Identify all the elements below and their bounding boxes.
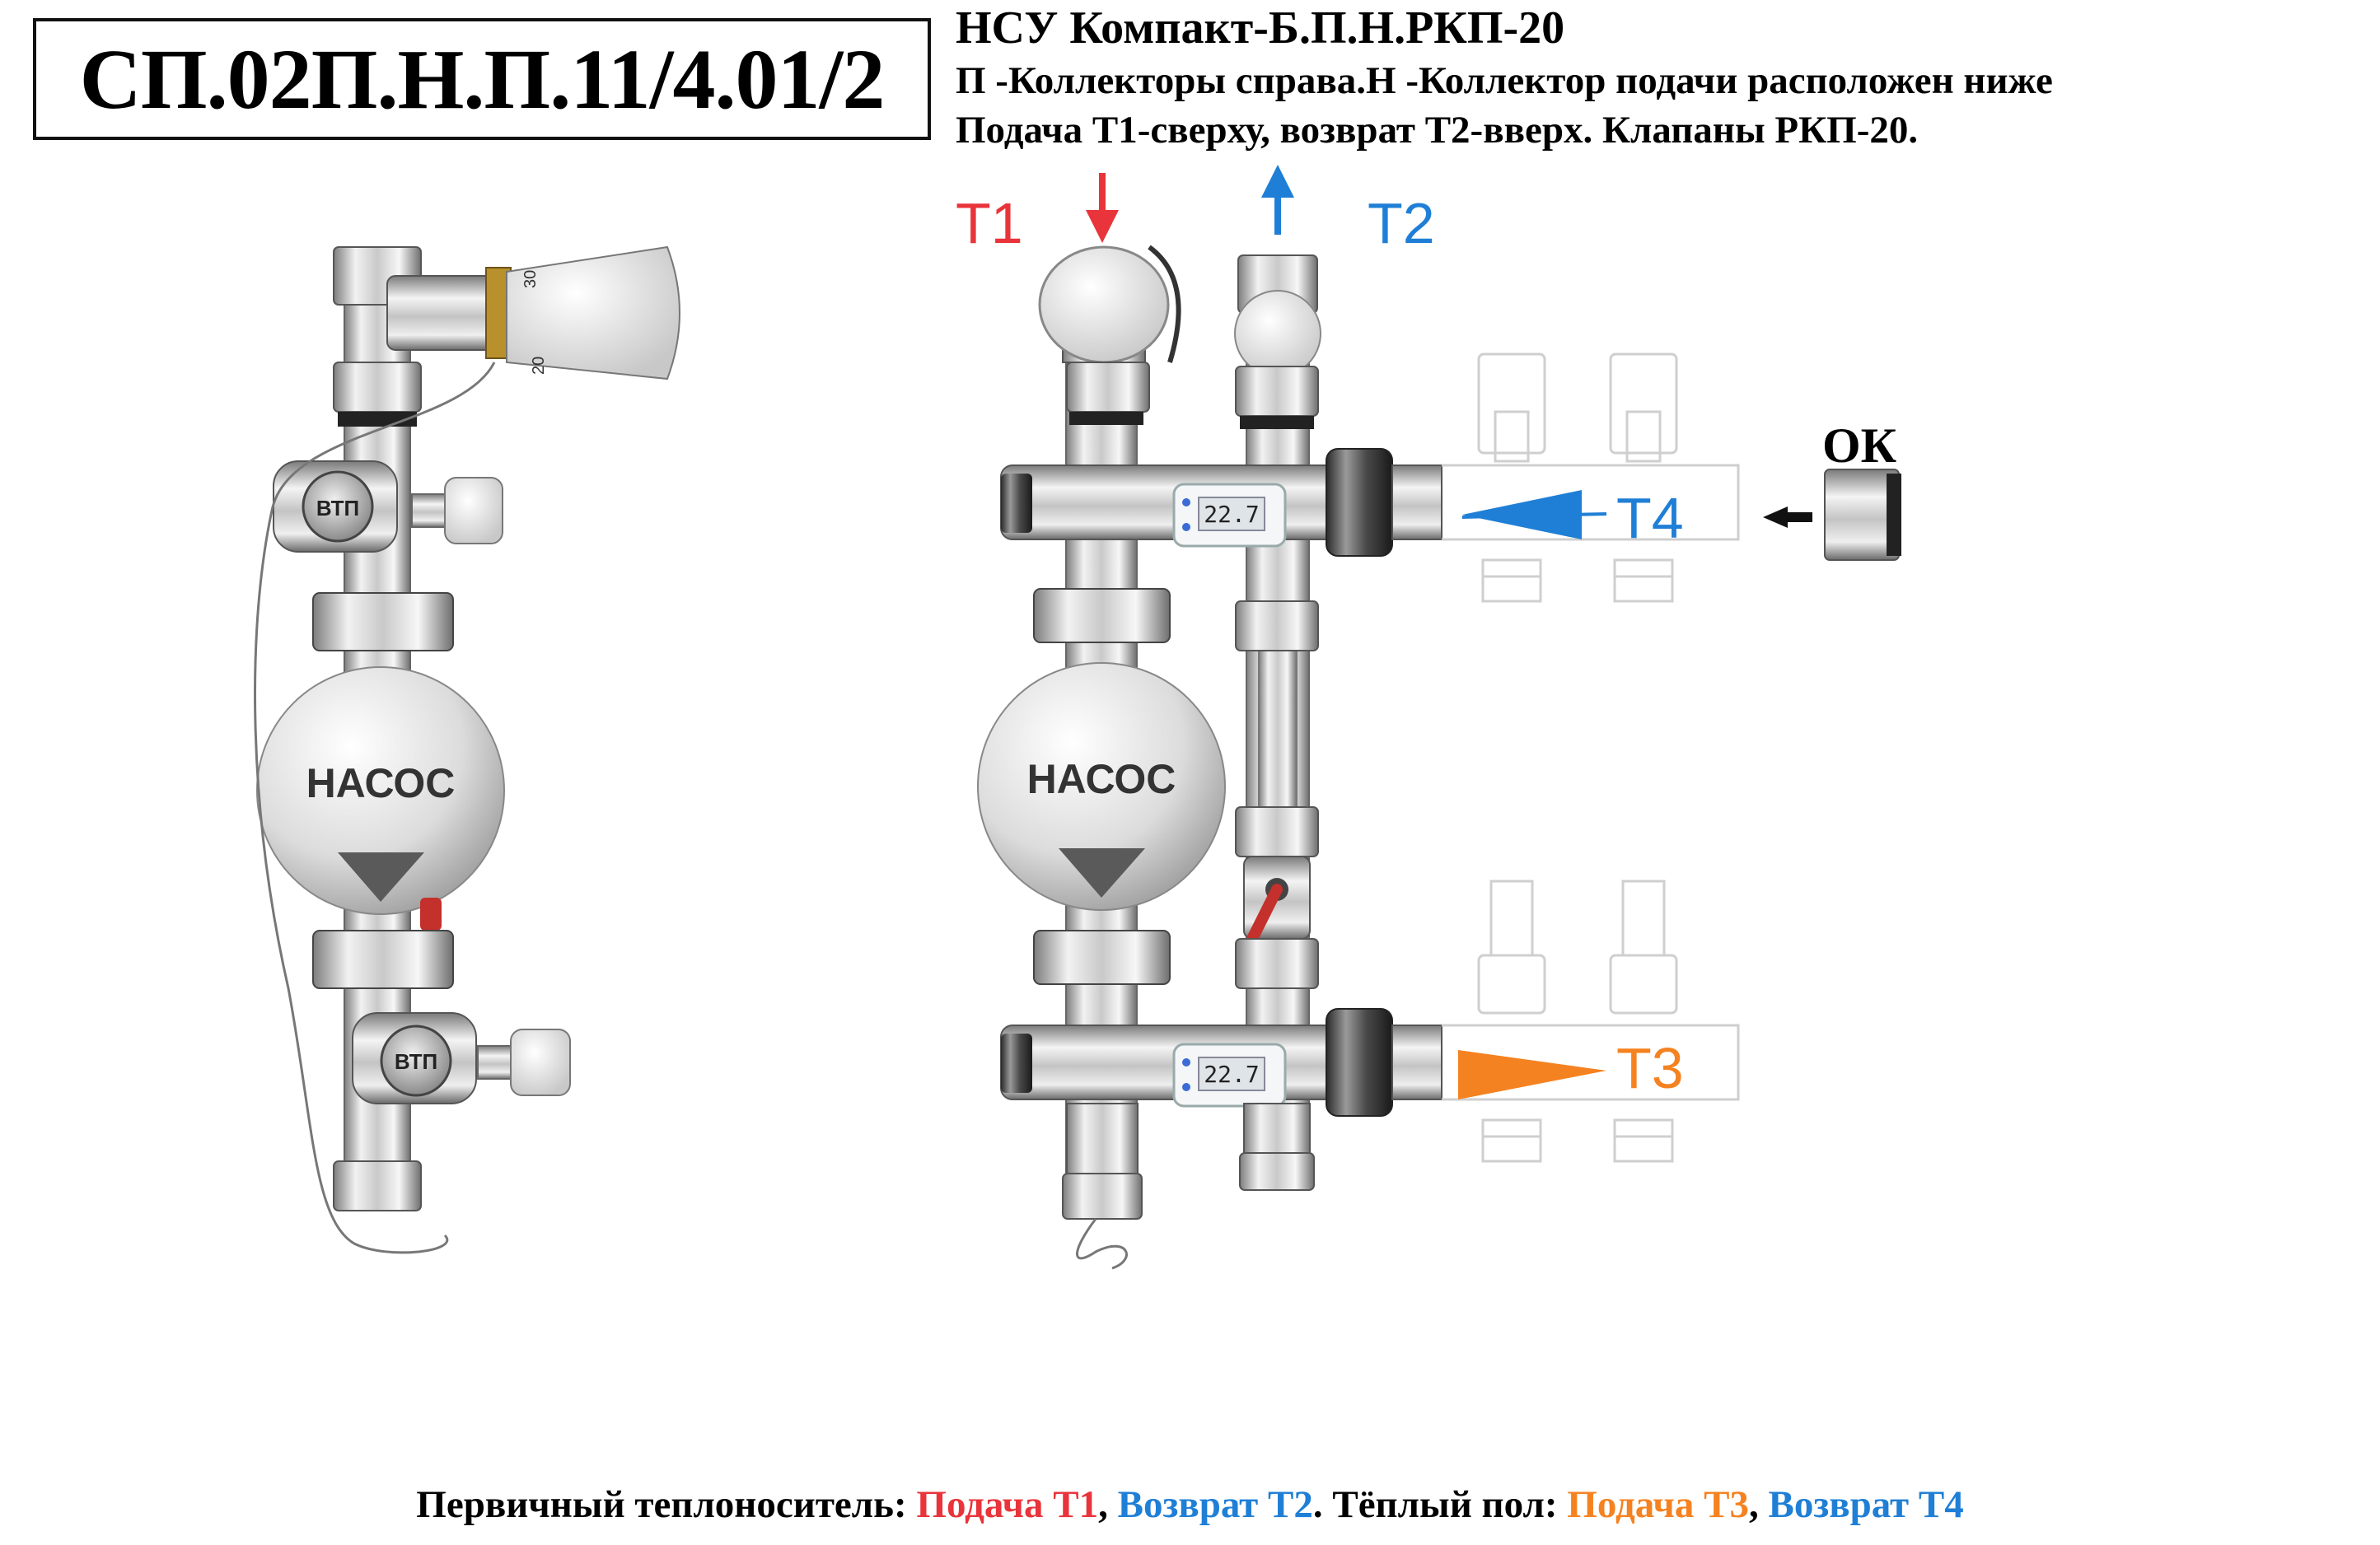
- left-pump-nut-top: [312, 592, 454, 651]
- legend-supply-t3: Подача Т3: [1567, 1483, 1749, 1526]
- left-pump-label: НАСОС: [306, 760, 456, 806]
- label-t3: T3: [1616, 1036, 1684, 1100]
- left-lower-sensor-cap: [510, 1029, 571, 1096]
- legend-footer: Первичный теплоноситель: Подача Т1, Возв…: [0, 1482, 2380, 1527]
- ok-flow-arrow: [1763, 506, 1788, 528]
- right-capillary-wire: [1076, 1218, 1128, 1270]
- right-pump-label: НАСОС: [1027, 756, 1176, 802]
- right-pump-flow-arrow: [1059, 848, 1145, 898]
- left-pump-flow-arrow: [338, 852, 424, 902]
- scheme-description-line-2: Подача Т1-сверху, возврат Т2-вверх. Клап…: [956, 109, 1919, 152]
- t1-cap-lever: [1148, 245, 1181, 363]
- left-bottom-nut: [333, 1160, 422, 1211]
- left-valve-body: [386, 275, 495, 351]
- scheme-title: НСУ Компакт-Б.П.Н.РКП-20: [956, 2, 1565, 54]
- right-pump-nut-bottom: [1033, 930, 1171, 985]
- upper-thermometer-reading: 22.7: [1204, 501, 1259, 528]
- t3-flow-arrow: [1458, 1050, 1606, 1099]
- legend-mid: . Тёплый пол:: [1312, 1483, 1568, 1526]
- t1-flow-arrow: [1086, 210, 1119, 243]
- scheme-code: СП.02П.Н.П.11/4.01/2: [33, 18, 931, 140]
- lower-thermometer-reading: 22.7: [1204, 1061, 1259, 1088]
- left-pump: [256, 666, 505, 915]
- return-collector-ghost: [1442, 352, 1740, 603]
- lower-thermometer-display: [1198, 1057, 1265, 1091]
- right-unit-front-view: 22.7 НАСОС: [977, 165, 1901, 1270]
- label-t2: T2: [1368, 191, 1435, 255]
- label-t4: T4: [1616, 486, 1684, 550]
- left-lower-logo: ВТП: [395, 1049, 437, 1074]
- bypass-tube: [1258, 642, 1298, 808]
- left-pump-plug: [420, 898, 442, 931]
- right-pump: [977, 662, 1226, 911]
- t2-air-vent-cap: [1234, 290, 1321, 377]
- right-pump-nut-top: [1033, 588, 1171, 643]
- label-t1: T1: [956, 191, 1023, 255]
- header-text: НСУ Компакт-Б.П.Н.РКП-20 П -Коллекторы с…: [956, 0, 2356, 155]
- left-unit-side-view: 30 20 ВТП НАСОС ВТП: [254, 245, 680, 1254]
- bypass-valve-handle[interactable]: [1246, 884, 1283, 945]
- return-manifold-left-plug: [1001, 474, 1032, 533]
- left-upper-logo: ВТП: [316, 496, 359, 520]
- knob-mark-30: 30: [521, 270, 540, 288]
- upper-thermometer-display: [1198, 497, 1265, 531]
- return-manifold-thread: [1391, 464, 1442, 540]
- thermostatic-head: [506, 245, 680, 380]
- supply-manifold-thread: [1391, 1025, 1442, 1100]
- bypass-lower-nut: [1235, 806, 1319, 857]
- legend-prefix: Первичный теплоноситель:: [416, 1483, 917, 1526]
- t1-valve-cap: [1038, 245, 1170, 364]
- knob-mark-20: 20: [530, 357, 548, 375]
- left-lower-logo-disc: [380, 1025, 452, 1097]
- scheme-description-line-1: П -Коллекторы справа.Н -Коллектор подачи…: [956, 59, 2053, 102]
- left-upper-sensor-cap: [444, 477, 503, 544]
- return-manifold-union-nut: [1326, 448, 1393, 557]
- label-ok: ОК: [1822, 418, 1897, 473]
- legend-sep-1: ,: [1098, 1483, 1118, 1526]
- left-pump-nut-bottom: [312, 930, 454, 989]
- t2-flow-arrow: [1261, 165, 1294, 198]
- legend-return-t2: Возврат Т2: [1117, 1483, 1313, 1526]
- left-upper-logo-disc: [302, 470, 374, 543]
- supply-collector-ghost: [1442, 880, 1740, 1163]
- legend-sep-2: ,: [1748, 1483, 1769, 1526]
- left-nut-2: [333, 362, 422, 413]
- supply-manifold-union-nut: [1326, 1008, 1393, 1117]
- supply-manifold-left-plug: [1001, 1034, 1032, 1093]
- bypass-upper-nut: [1235, 600, 1319, 651]
- legend-return-t4: Возврат Т4: [1768, 1483, 1964, 1526]
- legend-supply-t1: Подача Т1: [916, 1483, 1099, 1526]
- left-capillary-wire: [254, 362, 496, 1254]
